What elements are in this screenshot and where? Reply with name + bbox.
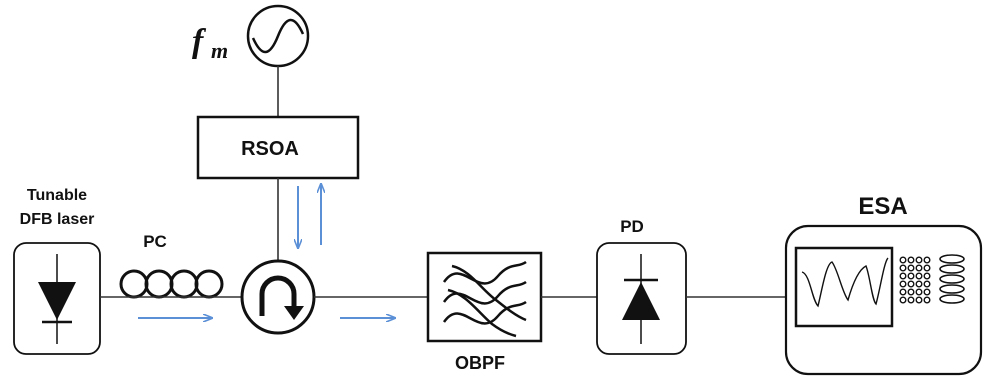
circulator-icon xyxy=(240,259,316,335)
knob-stack xyxy=(939,254,965,304)
pd-block xyxy=(596,242,687,355)
laser-label-line2: DFB laser xyxy=(20,211,95,228)
rsoa-block: RSOA xyxy=(196,115,360,180)
pd-label: PD xyxy=(620,217,644,236)
sine-source-icon xyxy=(246,4,310,68)
fm-subscript: m xyxy=(211,38,228,63)
obpf-block xyxy=(426,251,543,343)
signal-source: f m xyxy=(192,4,310,68)
laser-label-line1: Tunable xyxy=(27,187,87,204)
obpf-label: OBPF xyxy=(455,353,505,373)
photodiode-icon xyxy=(622,254,660,344)
fm-label: f xyxy=(192,23,207,60)
button-grid xyxy=(899,256,931,304)
pc-label: PC xyxy=(143,232,167,251)
esa-label: ESA xyxy=(858,193,907,220)
esa-block xyxy=(784,224,983,376)
spectrum-analyzer-icon xyxy=(794,246,965,328)
bandpass-filter-icon xyxy=(442,260,527,338)
laser-diode-icon xyxy=(38,254,76,344)
fiber-loops-icon xyxy=(119,269,224,299)
laser-block xyxy=(13,242,101,355)
rsoa-label: RSOA xyxy=(241,138,299,160)
